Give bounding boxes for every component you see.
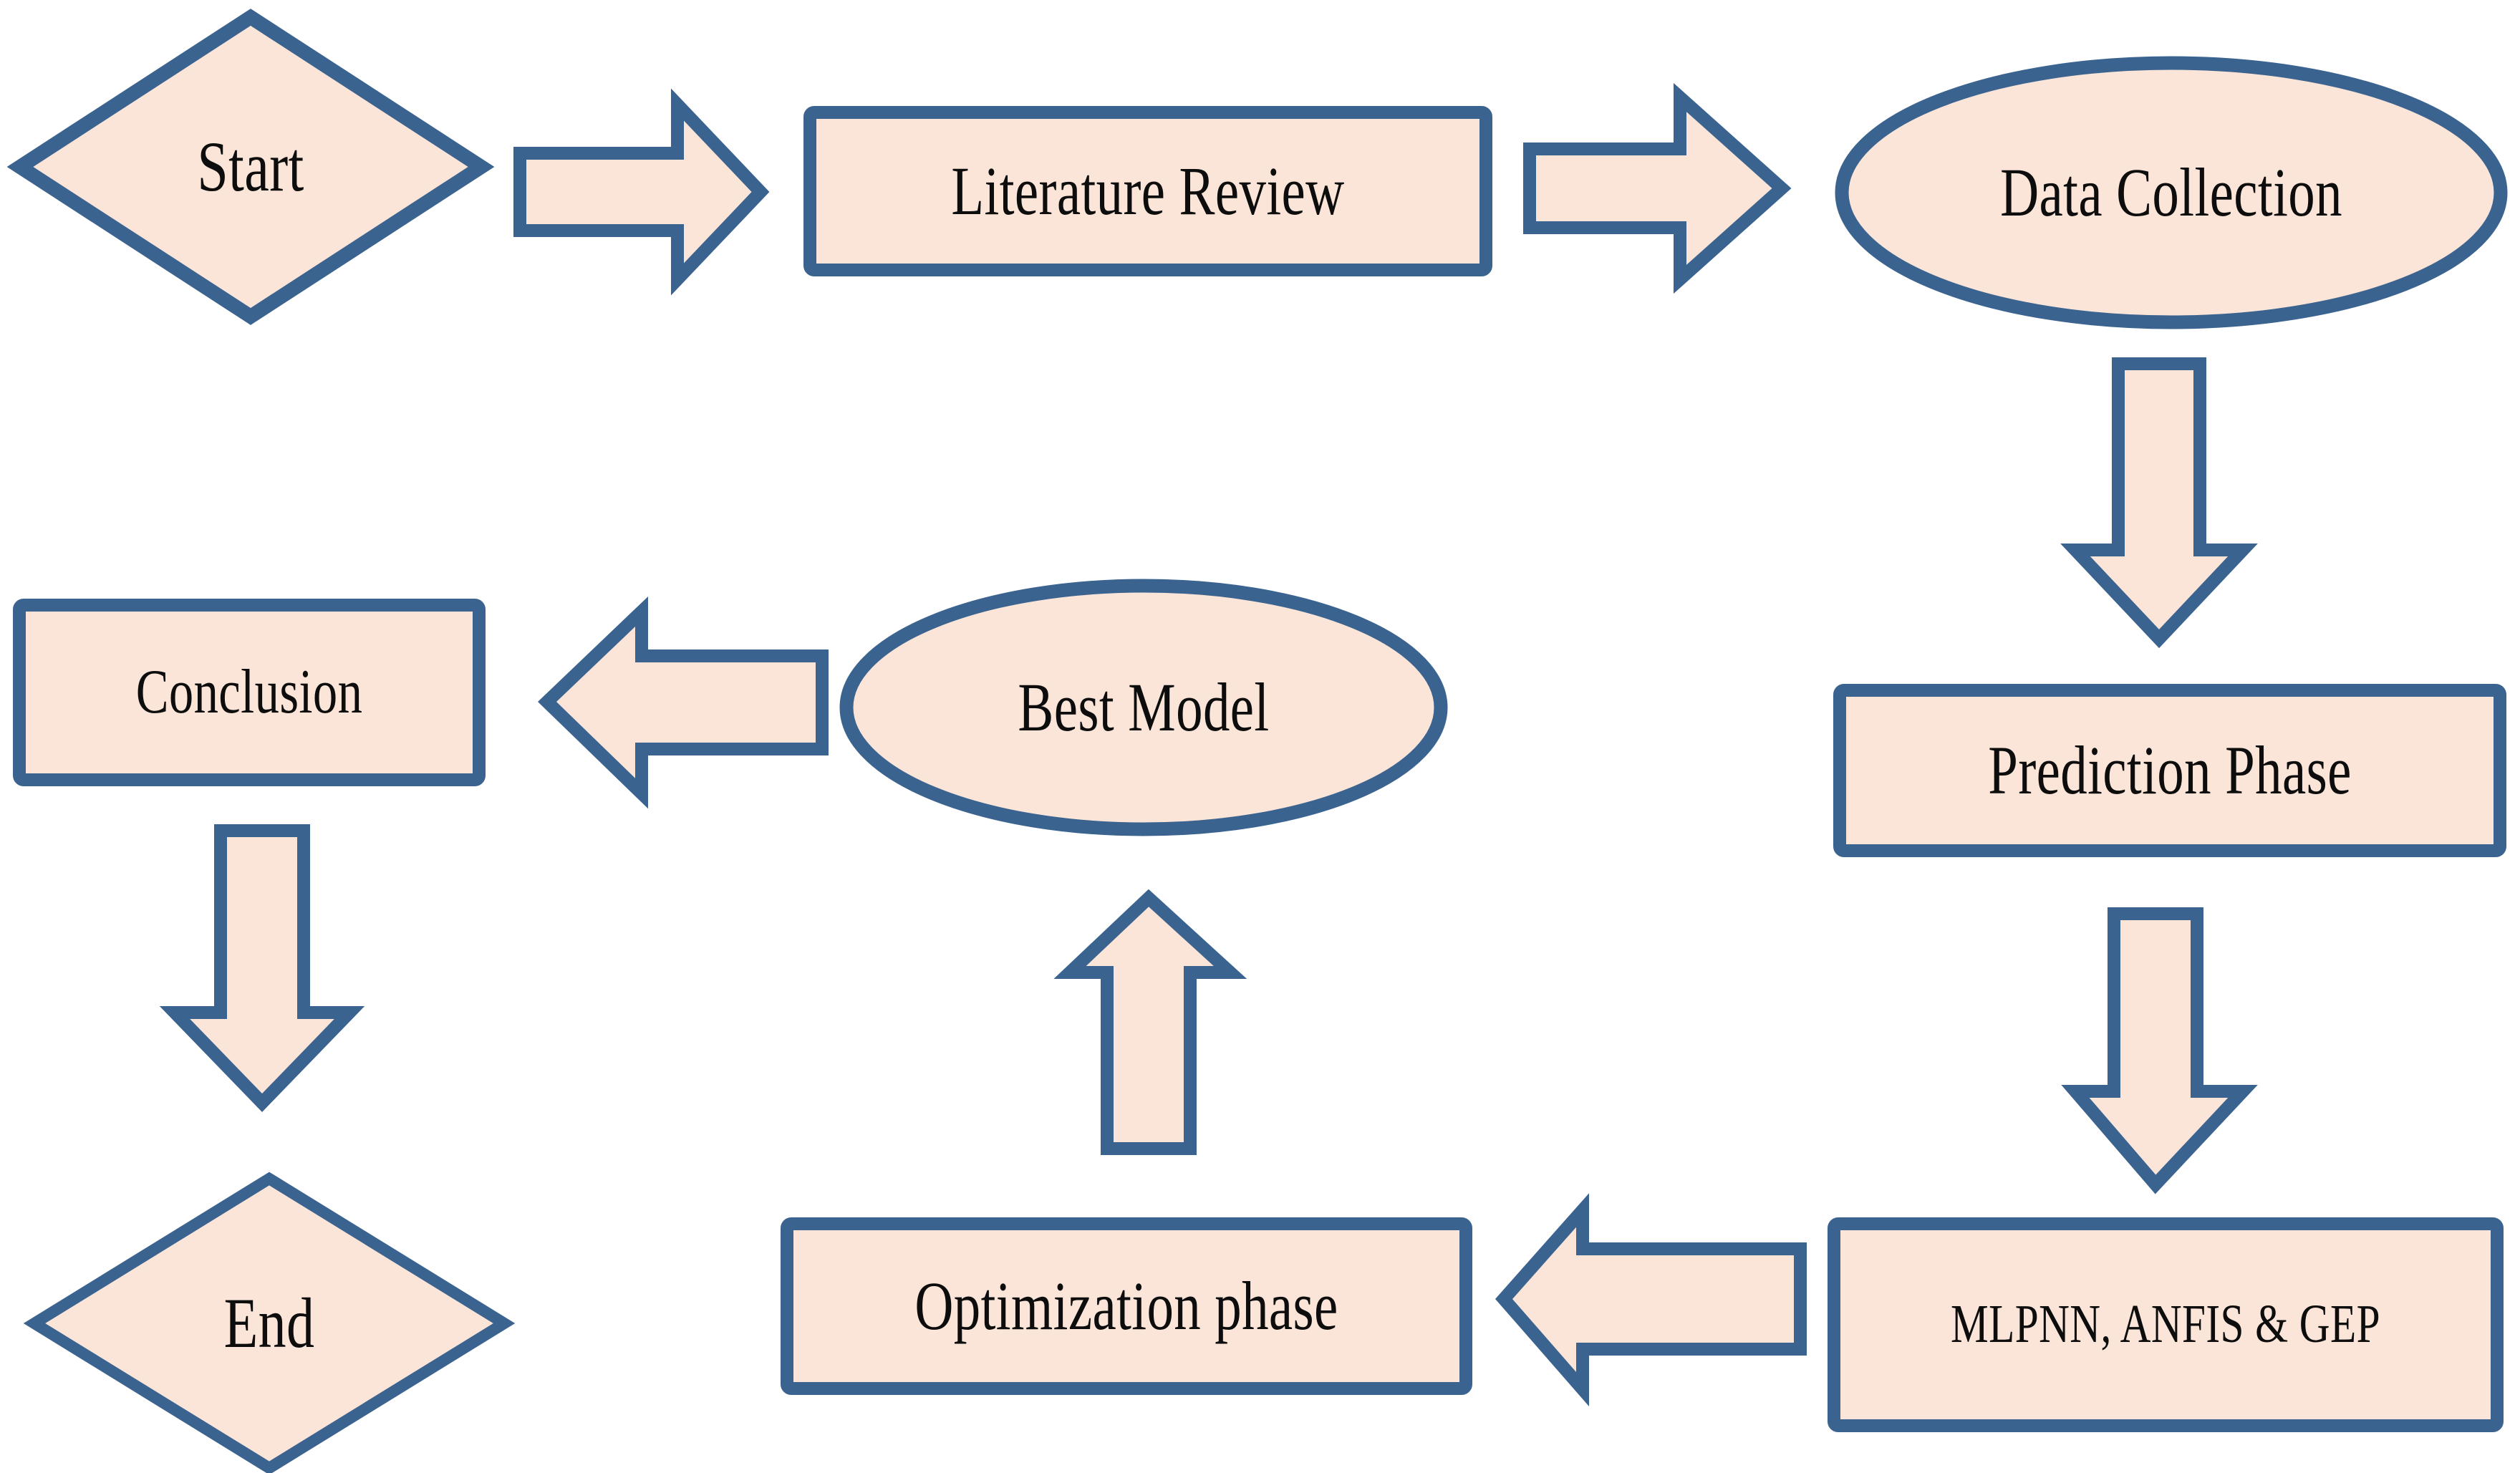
node-data-collection[interactable]: Data Collection <box>1835 56 2508 329</box>
arrow-data-collection-to-prediction <box>2060 357 2258 649</box>
arrow-right-icon <box>513 88 770 296</box>
ellipse-shape-data-collection <box>1835 56 2508 329</box>
arrow-left-icon <box>1495 1193 1807 1406</box>
arrow-up-icon <box>1053 889 1247 1155</box>
arrow-prediction-to-models <box>2061 907 2258 1194</box>
rectangle-shape-conclusion <box>13 599 486 786</box>
node-prediction-phase[interactable]: Prediction Phase <box>1833 684 2506 857</box>
arrow-start-to-literature <box>513 88 770 296</box>
arrow-models-to-optimization <box>1495 1193 1807 1406</box>
arrow-conclusion-to-end <box>159 824 365 1112</box>
diamond-shape-start <box>6 9 495 325</box>
arrow-optimization-to-best-model <box>1053 889 1247 1155</box>
node-literature-review[interactable]: Literature Review <box>803 106 1492 276</box>
node-start[interactable]: Start <box>6 9 495 325</box>
rectangle-shape-models <box>1828 1217 2504 1432</box>
arrow-down-icon <box>2061 907 2258 1194</box>
node-best-model[interactable]: Best Model <box>839 579 1448 836</box>
ellipse-shape-best-model <box>839 579 1448 836</box>
arrow-left-icon <box>538 596 829 809</box>
arrow-down-icon <box>159 824 365 1112</box>
diamond-shape-end <box>23 1172 516 1473</box>
node-conclusion[interactable]: Conclusion <box>13 599 486 786</box>
rectangle-shape-prediction-phase <box>1833 684 2506 857</box>
node-end[interactable]: End <box>23 1172 516 1473</box>
node-optimization-phase[interactable]: Optimization phase <box>781 1217 1472 1395</box>
node-models[interactable]: MLPNN, ANFIS & GEP <box>1828 1217 2504 1432</box>
rectangle-shape-optimization-phase <box>781 1217 1472 1395</box>
arrow-literature-to-data-collection <box>1523 82 1792 294</box>
arrow-down-icon <box>2060 357 2258 649</box>
arrow-right-icon <box>1523 82 1792 294</box>
rectangle-shape-literature-review <box>803 106 1492 276</box>
arrow-best-model-to-conclusion <box>538 596 829 809</box>
